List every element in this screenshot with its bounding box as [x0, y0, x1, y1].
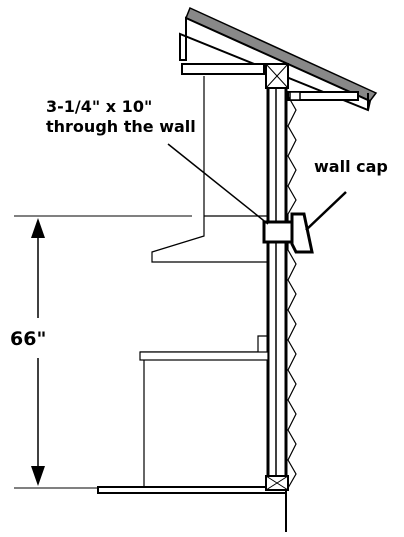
hood-body [151, 216, 268, 263]
floor-slab [97, 486, 287, 494]
wall-cap [290, 212, 314, 254]
top-plate-x2 [265, 63, 289, 89]
dim-arrow-up [31, 218, 45, 238]
mount-height-dimension: 66" [10, 215, 192, 489]
wall-cap-label: wall cap [314, 157, 388, 176]
exterior-wall [266, 88, 297, 490]
roof [179, 6, 378, 112]
floor [97, 475, 289, 532]
ceiling-line [181, 63, 265, 75]
mount-height-label: 66" [10, 328, 46, 350]
countertop [140, 335, 268, 353]
duct-size-label-line1: 3-1/4" x 10" [46, 97, 152, 116]
siding [287, 95, 297, 489]
wall-cap-leader-line [305, 191, 347, 231]
countertop-edge [139, 351, 269, 361]
range-hood [151, 76, 268, 263]
dim-arrow-down [31, 466, 45, 486]
duct-size-label-line2: through the wall [46, 117, 196, 136]
wall-cap-assembly [262, 212, 314, 254]
bottom-plate-x2 [265, 475, 289, 491]
base-cabinet [139, 335, 269, 486]
duct-leader-line [167, 143, 269, 225]
joist-block [289, 91, 301, 101]
